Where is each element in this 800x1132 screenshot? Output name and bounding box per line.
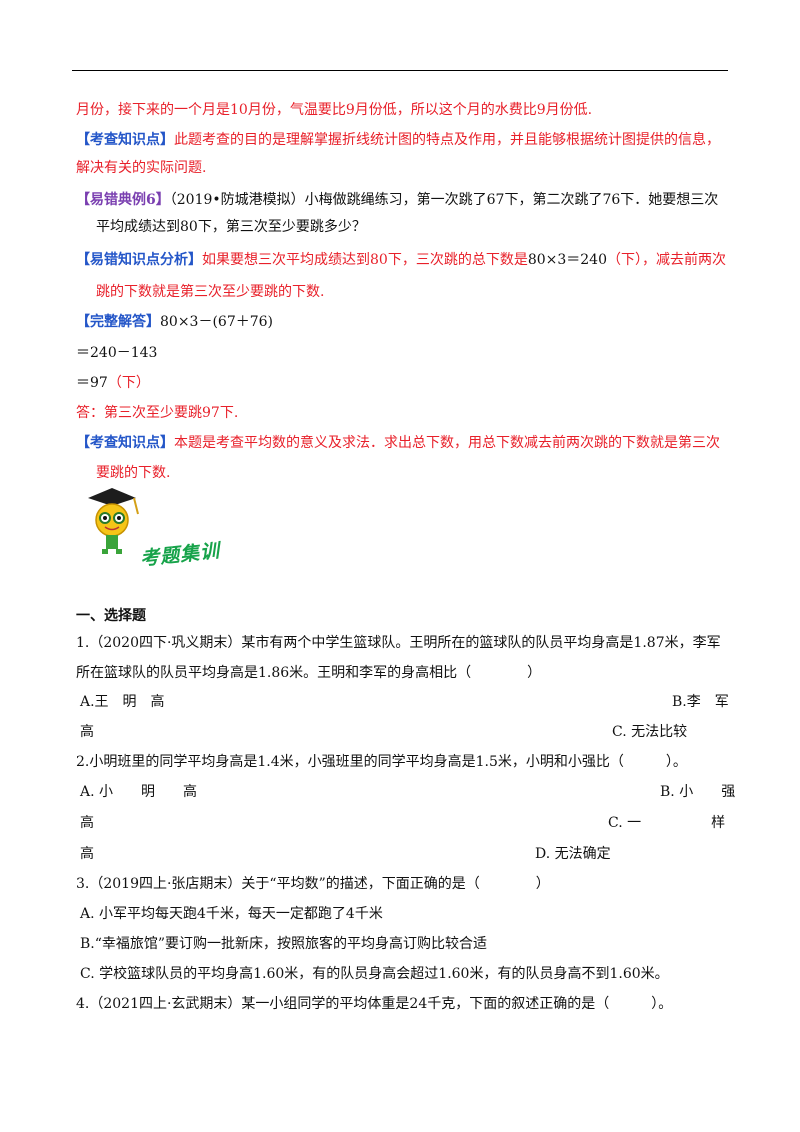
analysis-text-b: （下），减去前两次 [607, 252, 727, 268]
question-1-option-a: A.王 明 高 [80, 694, 165, 710]
knowledge-point-1: 【考查知识点】此题考查的目的是理解掌握折线统计图的特点及作用，并且能够根据统计图… [76, 130, 728, 150]
solution-step-1: 80×3－(67＋76) [160, 314, 274, 330]
knowledge-point-tag: 【考查知识点】 [76, 435, 174, 451]
analysis-tag: 【易错知识点分析】 [76, 252, 202, 268]
question-1-cont: 所在篮球队的队员平均身高是1.86米。王明和李军的身高相比（ ） [76, 665, 542, 681]
question-1: 1.（2020四下·巩义期末）某市有两个中学生篮球队。王明所在的篮球队的队员平均… [76, 635, 721, 651]
knowledge-point-2: 【考查知识点】本题是考查平均数的意义及求法．求出总下数，用总下数减去前两次跳的下… [76, 433, 728, 453]
section-title: 一、选择题 [76, 608, 146, 624]
mascot-graduate-icon [88, 488, 139, 554]
knowledge-point-text: 本题是考查平均数的意义及求法．求出总下数，用总下数减去前两次跳的下数就是第三次 [174, 435, 720, 451]
question-3-option-b: B.“幸福旅馆”要订购一批新床，按照旅客的平均身高订购比较合适 [80, 936, 488, 952]
knowledge-point-1-cont: 解决有关的实际问题. [76, 160, 207, 176]
header-rule [72, 70, 728, 71]
example-tag: 【易错典例6】 [76, 192, 170, 208]
question-2-option-b-cont: 高 [80, 815, 94, 831]
example-text: （2019•防城港模拟）小梅做跳绳练习，第一次跳了67下，第二次跳了76下．她要… [169, 192, 719, 208]
analysis: 【易错知识点分析】如果要想三次平均成绩达到80下，三次跳的总下数是80×3＝24… [76, 250, 728, 270]
example-6-cont: 平均成绩达到80下，第三次至少要跳多少？ [96, 219, 366, 235]
knowledge-point-text: 此题考查的目的是理解掌握折线统计图的特点及作用，并且能够根据统计图提供的信息， [174, 132, 720, 148]
question-4: 4.（2021四上·玄武期末）某一小组同学的平均体重是24千克，下面的叙述正确的… [76, 996, 673, 1012]
question-3-option-c: C. 学校篮球队员的平均身高1.60米，有的队员身高会超过1.60米，有的队员身… [80, 966, 669, 982]
paragraph-continuation: 月份，接下来的一个月是10月份，气温要比9月份低，所以这个月的水费比9月份低. [76, 102, 593, 118]
knowledge-point-2-cont: 要跳的下数. [96, 465, 171, 481]
solution-unit: （下） [107, 375, 150, 391]
analysis-text: 如果要想三次平均成绩达到80下，三次跳的总下数是 [202, 252, 528, 268]
question-1-option-b: B.李 军 [672, 694, 729, 710]
solution-step-3-line: ＝97（下） [76, 373, 728, 393]
question-2-option-b: B. 小 强 [660, 784, 736, 800]
solution-step-3: ＝97 [76, 375, 108, 391]
solution: 【完整解答】80×3－(67＋76) [76, 312, 728, 332]
solution-step-2: ＝240－143 [76, 345, 158, 361]
question-2-option-c-cont: 高 [80, 846, 94, 862]
example-6: 【易错典例6】（2019•防城港模拟）小梅做跳绳练习，第一次跳了67下，第二次跳… [76, 190, 728, 210]
answer: 答：第三次至少要跳97下. [76, 405, 239, 421]
analysis-cont: 跳的下数就是第三次至少要跳的下数. [96, 284, 325, 300]
question-3-option-a: A. 小军平均每天跑4千米，每天一定都跑了4千米 [80, 906, 383, 922]
question-3: 3.（2019四上·张店期末）关于“平均数”的描述，下面正确的是（ ） [76, 876, 550, 892]
question-2: 2.小明班里的同学平均身高是1.4米，小强班里的同学平均身高是1.5米，小明和小… [76, 754, 687, 770]
knowledge-point-tag: 【考查知识点】 [76, 132, 174, 148]
question-2-option-d: D. 无法确定 [535, 846, 611, 862]
question-1-option-c: C. 无法比较 [612, 724, 688, 740]
question-2-option-c: C. 一 样 [608, 815, 726, 831]
solution-tag: 【完整解答】 [76, 314, 160, 330]
question-2-option-a: A. 小 明 高 [80, 784, 198, 800]
analysis-formula: 80×3＝240 [527, 252, 608, 268]
question-1-option-b-cont: 高 [80, 724, 94, 740]
